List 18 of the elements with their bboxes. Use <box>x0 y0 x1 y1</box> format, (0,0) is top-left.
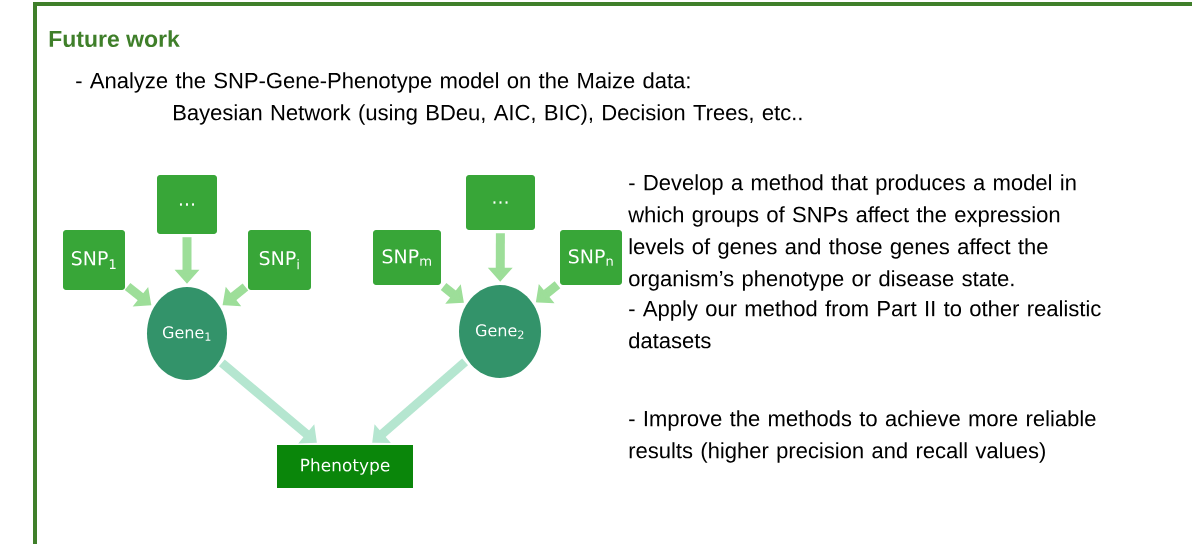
arrow <box>222 283 249 307</box>
arrow <box>440 283 464 304</box>
text-paragraph: - Analyze the SNP-Gene-Phenotype model on the Maize data: <box>76 72 690 93</box>
arrow <box>218 359 317 444</box>
text-paragraph: - Apply our method from Part II to other realistic datasets <box>629 300 1101 349</box>
arrow <box>372 358 469 444</box>
phenotype-box: Phenotype <box>277 445 413 488</box>
snp-box: SNP$_{i}$ <box>248 230 311 290</box>
text-paragraph: - Improve the methods to achieve more reliable results (higher precision and recall values) <box>629 410 1096 463</box>
arrow <box>124 283 152 307</box>
snp-box: SNP$_{m}$ <box>373 230 441 285</box>
snp-box: ... <box>466 175 535 230</box>
text-paragraph: Bayesian Network (using BDeu, AIC, BIC), Decision Trees, etc.. <box>174 104 802 125</box>
snp-box: SNP$_{1}$ <box>63 230 125 290</box>
heading: Future work <box>49 30 180 48</box>
snp-box: SNP$_{n}$ <box>560 230 622 285</box>
snp-box: ... <box>157 175 217 234</box>
text-paragraph: - Develop a method that produces a model in which groups of SNPs affect the expression levels of genes and those genes affect the organism’s phenotype or disease state. <box>628 174 1076 291</box>
